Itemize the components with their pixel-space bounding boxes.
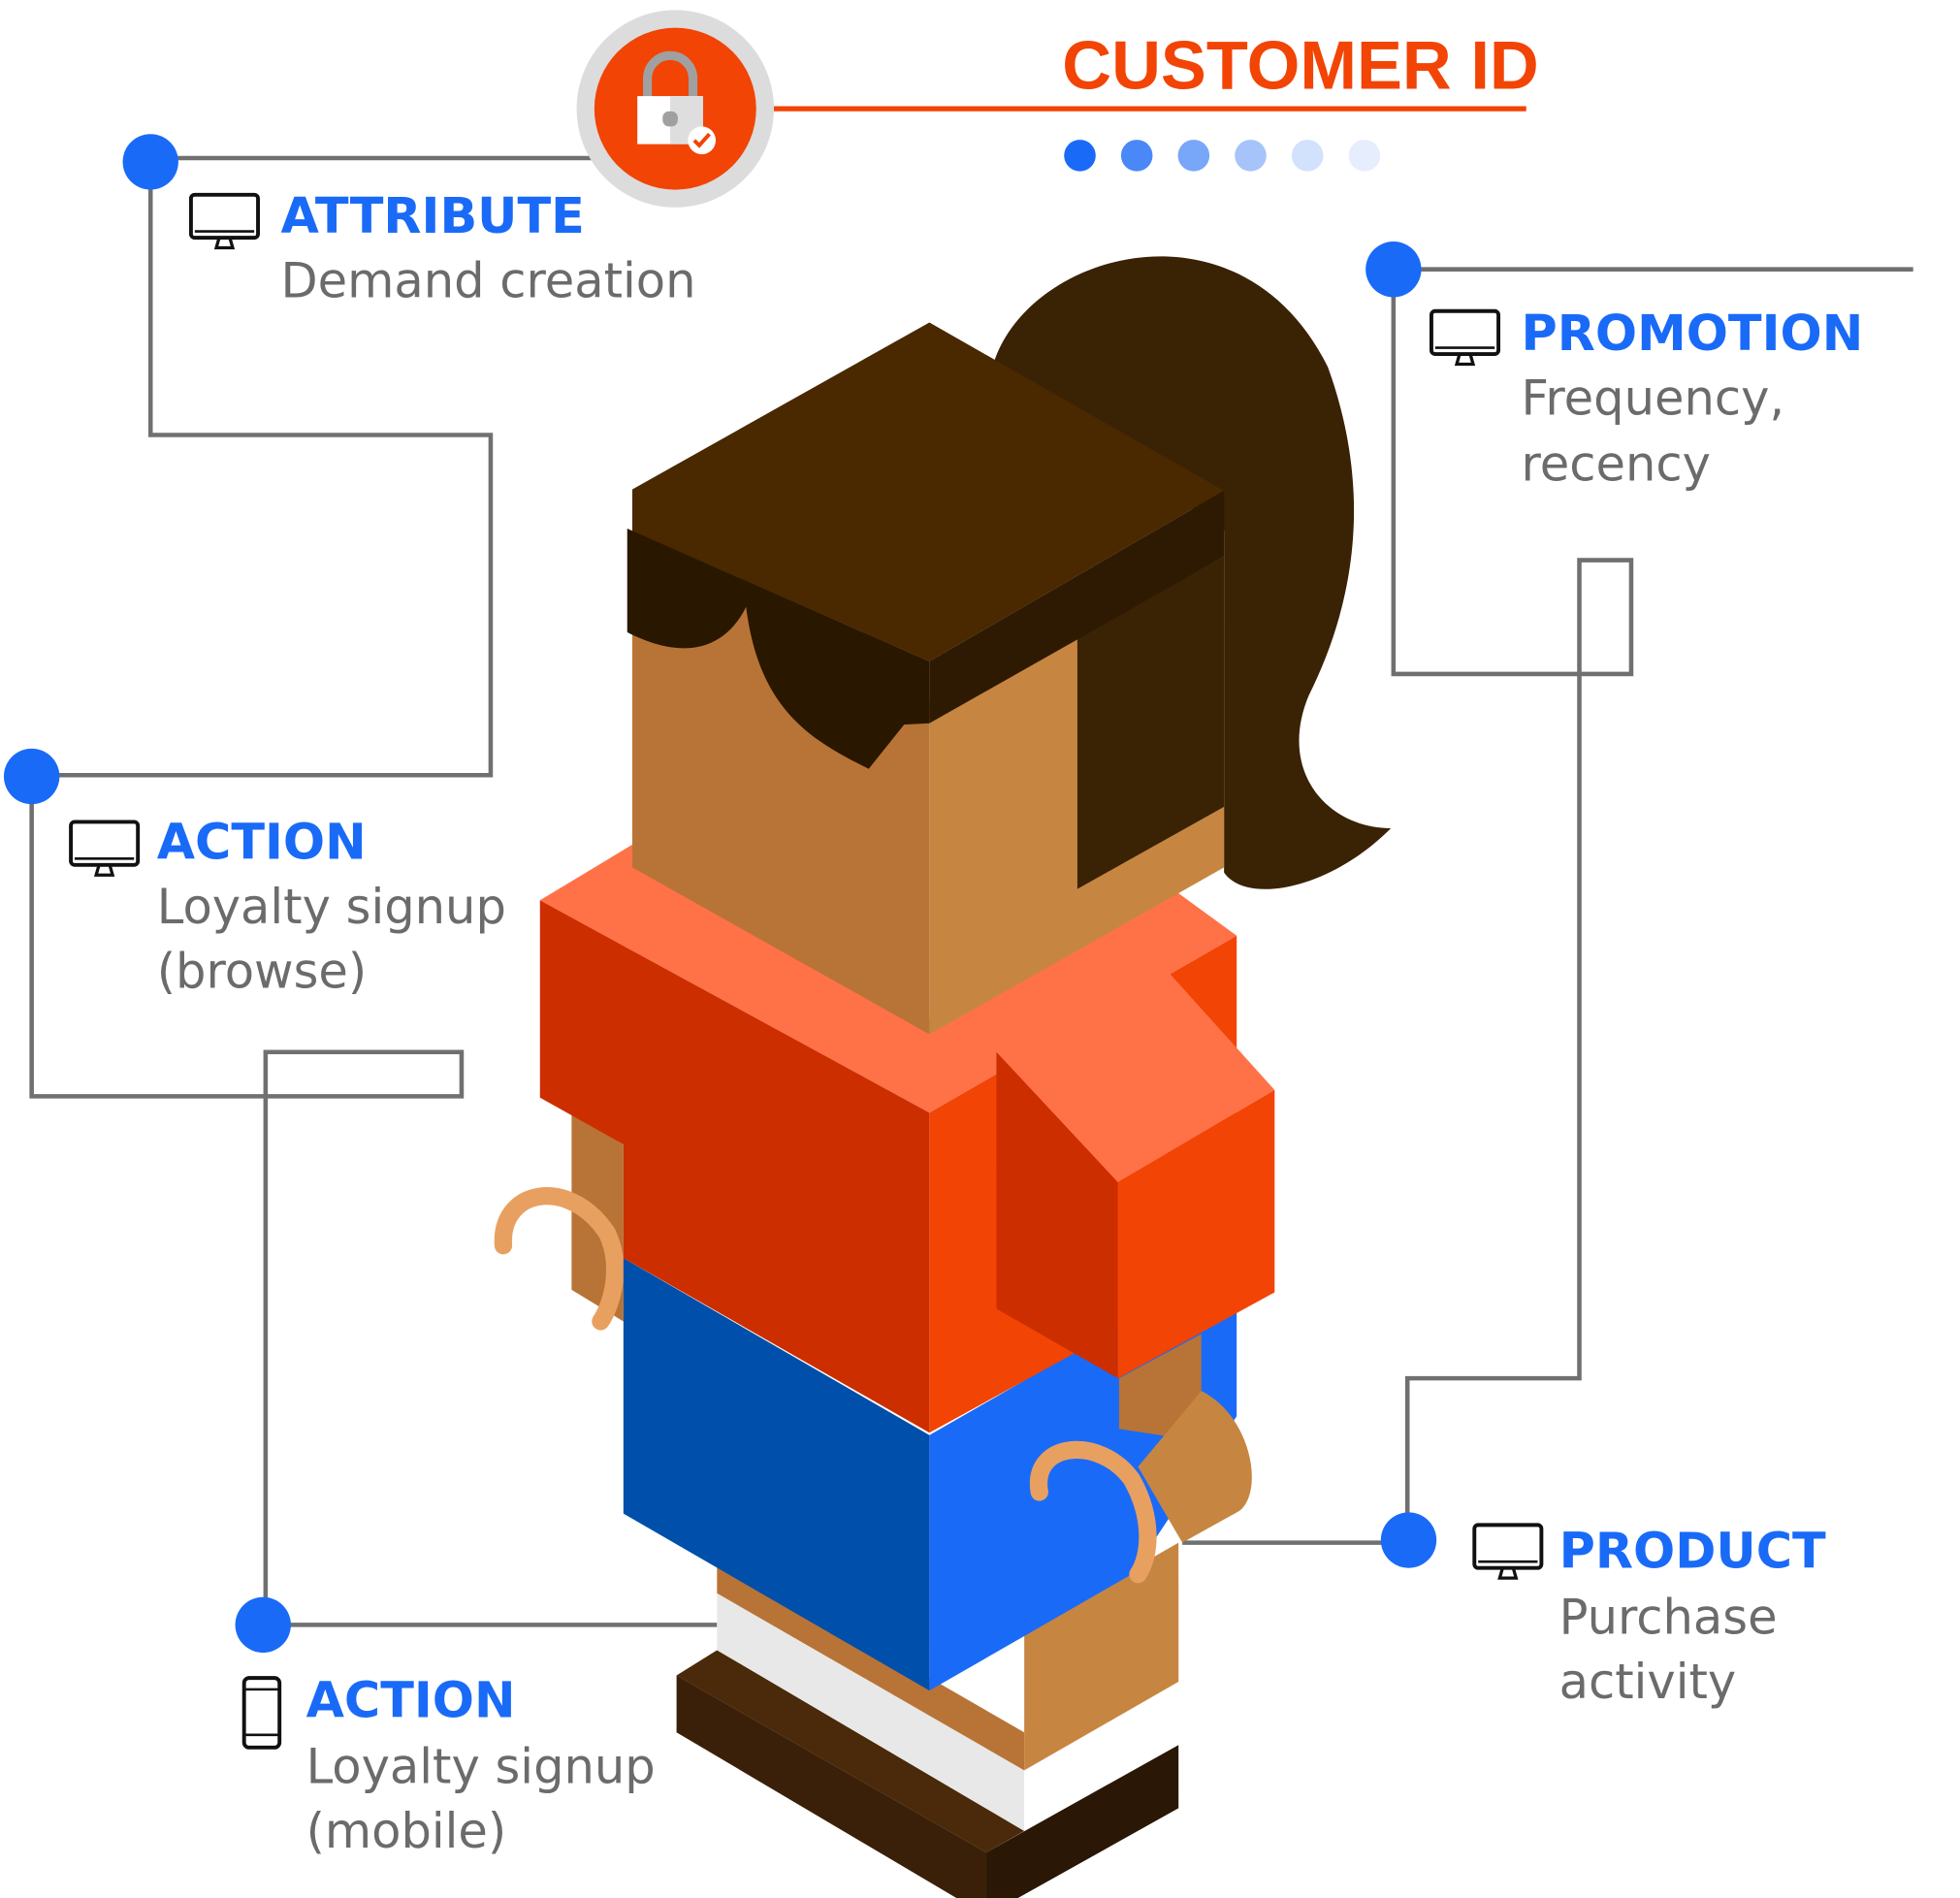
mobile-phone-icon	[241, 1676, 282, 1750]
touchpoint-description: recency	[1522, 435, 1711, 492]
touchpoint-label: ACTION	[306, 1672, 516, 1729]
touchpoint-dot-action-browse	[3, 748, 60, 805]
monitor-icon	[1472, 1523, 1544, 1581]
progress-dot	[1120, 140, 1153, 172]
progress-dot	[1348, 140, 1381, 172]
touchpoint-description: Loyalty signup	[157, 879, 506, 935]
isometric-customer-figure	[494, 256, 1392, 1898]
touchpoint-dot-attribute	[122, 134, 178, 190]
monitor-icon	[1429, 308, 1501, 367]
touchpoint-dot-promotion	[1366, 241, 1422, 298]
page-title: CUSTOMER ID	[1062, 26, 1538, 103]
touchpoint-description: Demand creation	[281, 252, 696, 308]
monitor-icon	[188, 192, 260, 250]
progress-dots	[1064, 140, 1381, 172]
touchpoint-description: (browse)	[157, 943, 367, 999]
progress-dot	[1291, 140, 1324, 172]
touchpoint-label: PROMOTION	[1522, 305, 1864, 362]
touchpoint-dot-action-mobile	[235, 1596, 291, 1654]
progress-dot	[1177, 140, 1210, 172]
touchpoint-description: activity	[1559, 1654, 1737, 1710]
touchpoint-attribute: ATTRIBUTE Demand creation	[188, 187, 696, 308]
touchpoint-dot-product	[1380, 1512, 1437, 1568]
touchpoint-description: Loyalty signup	[306, 1738, 656, 1794]
touchpoint-description: Frequency,	[1522, 370, 1785, 427]
touchpoint-product: PRODUCT Purchase activity	[1472, 1523, 1826, 1710]
touchpoint-action-mobile: ACTION Loyalty signup (mobile)	[241, 1672, 656, 1859]
monitor-icon	[69, 820, 141, 878]
touchpoint-label: ACTION	[157, 813, 367, 870]
touchpoint-description: (mobile)	[306, 1803, 507, 1859]
connector-lines	[29, 155, 1913, 1627]
progress-dot	[1064, 140, 1096, 172]
touchpoint-action-browse: ACTION Loyalty signup (browse)	[69, 813, 506, 999]
lock-check-icon	[576, 10, 774, 208]
touchpoint-description: Purchase	[1559, 1590, 1778, 1646]
touchpoint-label: ATTRIBUTE	[281, 187, 585, 244]
progress-dot	[1235, 140, 1267, 172]
touchpoint-label: PRODUCT	[1559, 1523, 1826, 1580]
touchpoint-promotion: PROMOTION Frequency, recency	[1429, 305, 1864, 492]
